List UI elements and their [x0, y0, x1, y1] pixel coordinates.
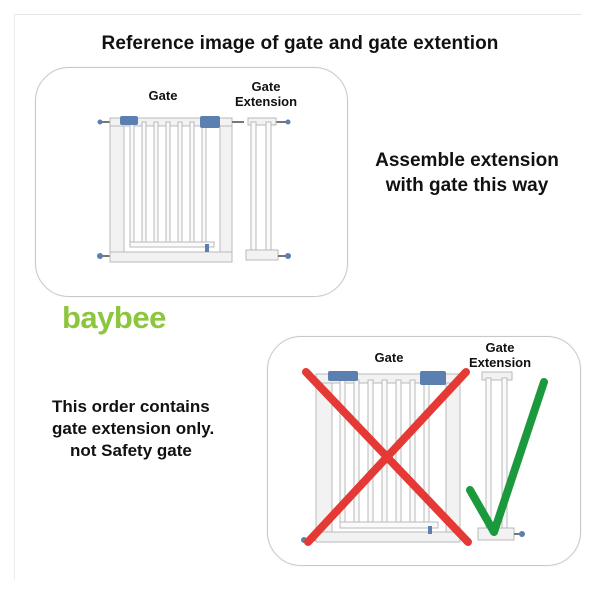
bottom-gate-label: Gate: [374, 350, 404, 365]
order-notice: This order contains gate extension only.…: [52, 396, 272, 462]
gate-label: Gate: [148, 88, 178, 103]
extension-label-line2: Extension: [234, 94, 298, 109]
assemble-instruction-line2: with gate this way: [385, 175, 549, 196]
top-divider: [14, 14, 582, 15]
bottom-extension-label-line2: Extension: [468, 355, 532, 370]
gate-extension-illustration: [245, 117, 291, 261]
gate-illustration: [97, 116, 244, 263]
extension-label-line1: Gate: [251, 79, 281, 94]
bottom-extension-label: Gate Extension: [452, 340, 548, 370]
order-notice-line3: not Safety gate: [70, 441, 192, 460]
assemble-instruction-line1: Assemble extension: [375, 150, 559, 171]
cross-mark-icon: [302, 368, 472, 546]
extension-label: Gate Extension: [224, 79, 308, 109]
order-notice-line1: This order contains: [52, 397, 210, 416]
order-notice-line2: gate extension only.: [52, 419, 215, 438]
brand-logo: baybee: [62, 300, 166, 335]
assemble-instruction: Assemble extension with gate this way: [352, 148, 582, 198]
bottom-extension-label-line1: Gate: [485, 340, 515, 355]
check-mark-icon: [466, 378, 548, 536]
left-divider: [14, 14, 15, 580]
page-title: Reference image of gate and gate extenti…: [101, 33, 499, 54]
